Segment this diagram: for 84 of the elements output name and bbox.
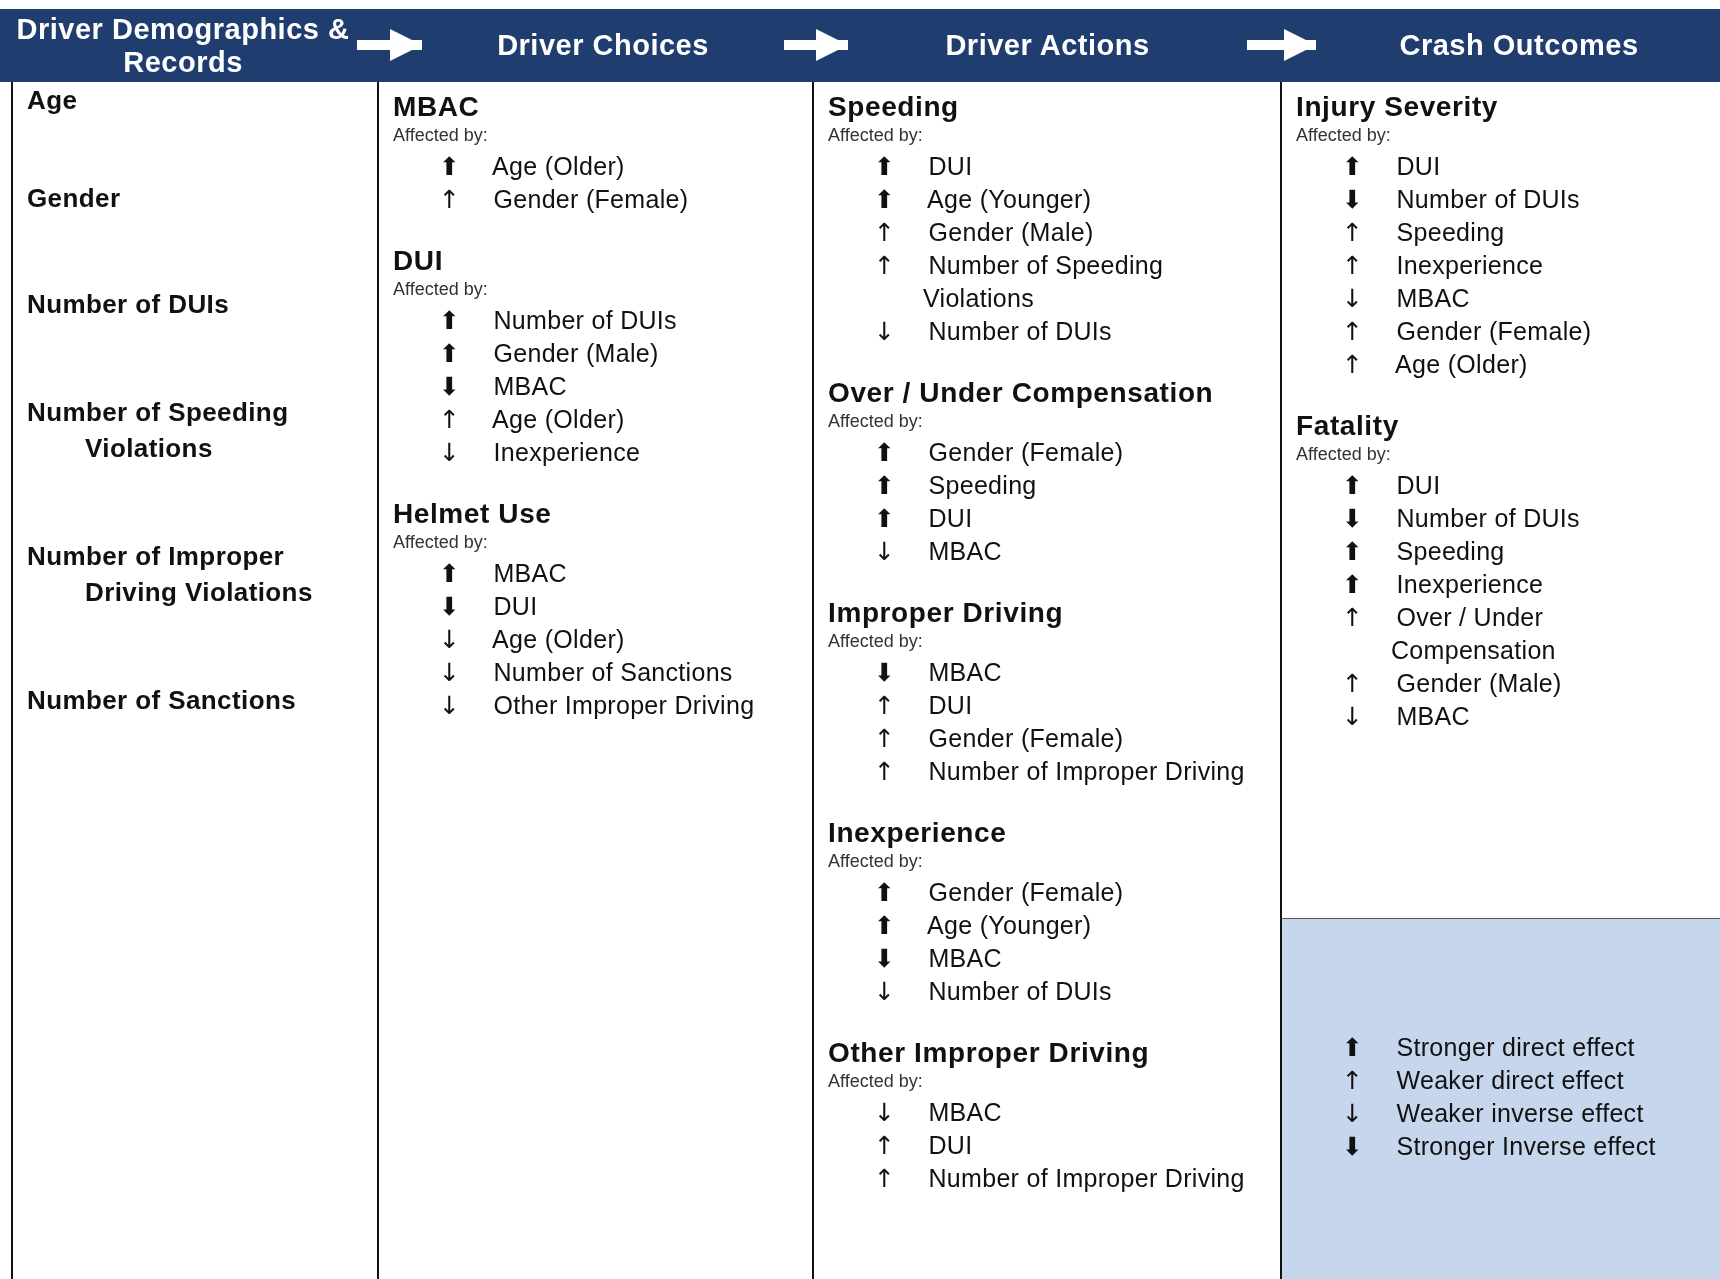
effect-item: ⬇ DUI <box>438 591 539 623</box>
factor-heading: Number of Sanctions <box>27 684 298 717</box>
effect-item: ⬇ Number of DUIs <box>1341 503 1581 535</box>
arrow <box>1247 29 1316 61</box>
effect-item: ↓ Number of DUIs <box>873 316 1113 348</box>
effect-item: ⬆ DUI <box>1341 470 1442 502</box>
section-heading: Fatality <box>1296 409 1400 443</box>
effect-item: ↑ DUI <box>873 1130 974 1162</box>
effect-item: ↑ Gender (Male) <box>873 217 1095 249</box>
section-heading: Helmet Use <box>393 497 553 531</box>
effect-item: ⬆ DUI <box>1341 151 1442 183</box>
section-heading: Over / Under Compensation <box>828 376 1215 410</box>
effect-item: ↑ Number of Improper Driving <box>873 1163 1246 1195</box>
arrow <box>357 29 422 61</box>
affected-by-note: Affected by: <box>1296 443 1392 465</box>
effect-item: ↑ DUI <box>873 690 974 722</box>
effect-item: ↑ Inexperience <box>1341 250 1545 282</box>
factor-heading: Age <box>27 84 79 117</box>
effect-item: ↑ Number of Improper Driving <box>873 756 1246 788</box>
effect-item: ⬇ Number of DUIs <box>1341 184 1581 216</box>
section-heading: Other Improper Driving <box>828 1036 1151 1070</box>
effect-item: ⬇ MBAC <box>873 943 1003 975</box>
effect-item: ↑ Age (Older) <box>438 404 626 436</box>
effect-item: ↓ Age (Older) <box>438 624 626 656</box>
effect-item: ⬆ Gender (Male) <box>438 338 660 370</box>
section-heading: MBAC <box>393 90 481 124</box>
effect-item: ↓ Number of DUIs <box>873 976 1113 1008</box>
effect-item: ⬆ Speeding <box>873 470 1038 502</box>
legend-item: ⬇ Stronger Inverse effect <box>1341 1131 1657 1163</box>
factor-heading: Gender <box>27 182 122 215</box>
factor-heading: Number of DUIs <box>27 288 231 321</box>
effect-item: ↑ Gender (Male) <box>1341 668 1563 700</box>
effect-item: ↑ Speeding <box>1341 217 1506 249</box>
effect-item: ↓ Number of Sanctions <box>438 657 734 689</box>
legend-item: ↑ Weaker direct effect <box>1341 1065 1625 1097</box>
effect-item: ⬆ Age (Older) <box>438 151 626 183</box>
effect-item: ↑ Gender (Female) <box>1341 316 1593 348</box>
column-heading: Driver Demographics & Records <box>15 13 351 78</box>
effect-item: ↑ Number of Speeding Violations <box>873 250 1165 314</box>
effect-item: ⬇ MBAC <box>438 371 568 403</box>
effect-item: ↓ Inexperience <box>438 437 642 469</box>
effect-item: ↓ MBAC <box>1341 701 1471 733</box>
effect-item: ↑ Gender (Female) <box>438 184 690 216</box>
effect-item: ⬆ Speeding <box>1341 536 1506 568</box>
effect-item: ⬆ Gender (Female) <box>873 437 1125 469</box>
arrow <box>784 29 848 61</box>
effect-item: ⬆ Age (Younger) <box>873 184 1093 216</box>
section-heading: Inexperience <box>828 816 1008 850</box>
affected-by-note: Affected by: <box>393 124 489 146</box>
legend-box <box>1280 918 1720 1279</box>
affected-by-note: Affected by: <box>393 531 489 553</box>
effect-item: ⬆ MBAC <box>438 558 568 590</box>
effect-item: ↑ Gender (Female) <box>873 723 1125 755</box>
legend-item: ⬆ Stronger direct effect <box>1341 1032 1636 1064</box>
effect-item: ↓ MBAC <box>873 1097 1003 1129</box>
affected-by-note: Affected by: <box>828 850 924 872</box>
column-heading: Crash Outcomes <box>1399 29 1639 62</box>
effect-item: ↑ Over / Under Compensation <box>1341 602 1557 666</box>
section-heading: Speeding <box>828 90 960 124</box>
column-heading: Driver Choices <box>497 29 709 62</box>
section-heading: DUI <box>393 244 445 278</box>
effect-item: ⬆ Gender (Female) <box>873 877 1125 909</box>
affected-by-note: Affected by: <box>1296 124 1392 146</box>
legend-item: ↓ Weaker inverse effect <box>1341 1098 1645 1130</box>
effect-item: ↓ MBAC <box>1341 283 1471 315</box>
affected-by-note: Affected by: <box>828 124 924 146</box>
factor-heading: Number of Speeding Violations <box>27 396 290 465</box>
factor-heading: Number of Improper Driving Violations <box>27 540 314 609</box>
affected-by-note: Affected by: <box>828 410 924 432</box>
effect-item: ↓ Other Improper Driving <box>438 690 756 722</box>
effect-item: ↓ MBAC <box>873 536 1003 568</box>
affected-by-note: Affected by: <box>828 1070 924 1092</box>
section-heading: Injury Severity <box>1296 90 1499 124</box>
effect-item: ↑ Age (Older) <box>1341 349 1529 381</box>
affected-by-note: Affected by: <box>393 278 489 300</box>
effect-item: ⬆ Inexperience <box>1341 569 1545 601</box>
column-heading: Driver Actions <box>945 29 1150 62</box>
effect-item: ⬆ DUI <box>873 151 974 183</box>
affected-by-note: Affected by: <box>828 630 924 652</box>
effect-item: ⬆ Age (Younger) <box>873 910 1093 942</box>
effect-item: ⬆ Number of DUIs <box>438 305 678 337</box>
section-heading: Improper Driving <box>828 596 1065 630</box>
effect-item: ⬇ MBAC <box>873 657 1003 689</box>
effect-item: ⬆ DUI <box>873 503 974 535</box>
